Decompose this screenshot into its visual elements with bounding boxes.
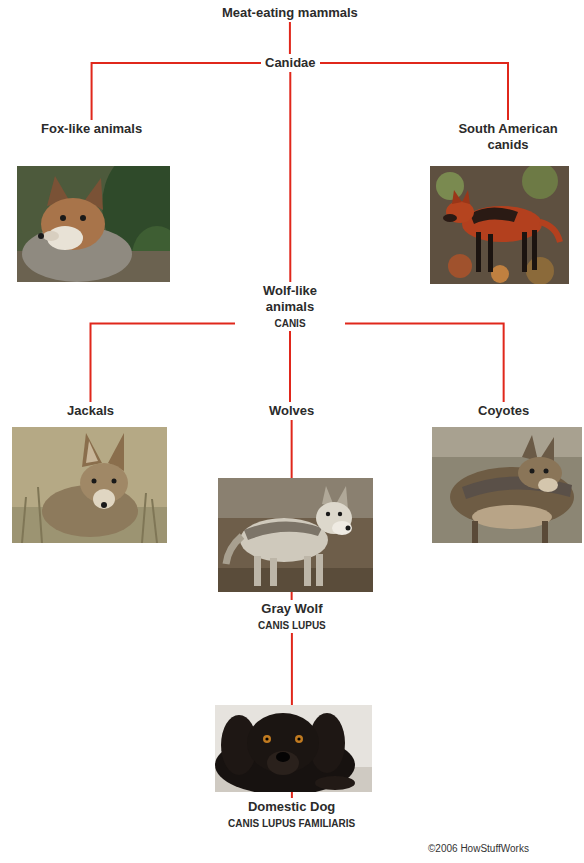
common-name: Jackals (67, 403, 114, 419)
common-name: Wolf-like animals (239, 283, 341, 315)
common-name: Gray Wolf (258, 601, 326, 617)
common-name: Meat-eating mammals (222, 5, 358, 21)
tree-connector (289, 22, 291, 54)
taxon-label: Fox-like animals (37, 120, 146, 138)
taxon-label: Meat-eating mammals (218, 4, 362, 22)
taxon-label: Coyotes (474, 402, 533, 420)
tree-connector (91, 324, 236, 403)
maned-wolf-photo (430, 166, 569, 284)
taxon-label: Gray WolfCANIS LUPUS (254, 600, 330, 633)
taxon-label: Jackals (63, 402, 118, 420)
scientific-name: CANIS (239, 317, 341, 330)
common-name: Canidae (265, 55, 316, 71)
copyright-note: ©2006 HowStuffWorks (428, 843, 529, 855)
tree-connector (345, 324, 504, 403)
tree-connector (289, 331, 291, 402)
common-name: Coyotes (478, 403, 529, 419)
coyote-photo (432, 427, 582, 543)
taxon-label: Domestic DogCANIS LUPUS FAMILIARIS (224, 798, 359, 831)
common-name: South American canids (447, 121, 569, 153)
taxon-label: Wolf-like animalsCANIS (235, 282, 345, 331)
gray-wolf-photo (218, 478, 373, 592)
common-name: Wolves (269, 403, 314, 419)
common-name: Fox-like animals (41, 121, 142, 137)
jackal-photo (12, 427, 167, 543)
common-name: Domestic Dog (228, 799, 355, 815)
taxon-label: Canidae (261, 54, 320, 72)
taxon-label: Wolves (265, 402, 318, 420)
tree-connector (289, 72, 291, 282)
scientific-name: CANIS LUPUS (258, 619, 326, 632)
tree-connector (320, 63, 508, 120)
domestic-dog-photo (215, 705, 372, 792)
scientific-name: CANIS LUPUS FAMILIARIS (228, 817, 355, 830)
tree-connector (92, 63, 261, 120)
fox-photo (17, 166, 170, 282)
taxon-label: South American canids (443, 120, 573, 154)
